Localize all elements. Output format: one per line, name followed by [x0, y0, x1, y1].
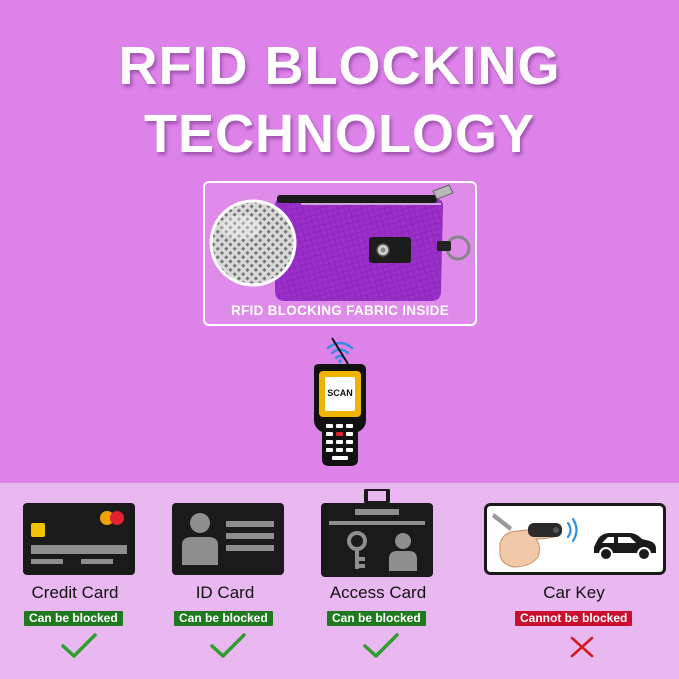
- headline-line-2: TECHNOLOGY: [143, 104, 535, 164]
- scan-screen-text: SCAN: [327, 388, 353, 398]
- rfid-scanner: SCAN: [308, 336, 372, 468]
- check-icon: [60, 632, 98, 665]
- status-badge-credit-card: Can be blocked: [24, 611, 123, 626]
- fabric-label: RFID BLOCKING FABRIC INSIDE: [230, 303, 450, 318]
- card-label-id-card: ID Card: [195, 583, 255, 602]
- status-badge-id-card: Can be blocked: [174, 611, 273, 626]
- cross-icon: [569, 635, 595, 664]
- check-icon: [362, 632, 400, 665]
- status-badge-access-card: Can be blocked: [327, 611, 426, 626]
- product-image: RFID BLOCKING FABRIC INSIDE: [203, 181, 477, 326]
- id-card-icon: [172, 503, 284, 580]
- status-badge-car-key: Cannot be blocked: [515, 611, 633, 626]
- card-label-car-key: Car Key: [543, 583, 605, 602]
- card-label-access-card: Access Card: [329, 583, 427, 602]
- access-card-icon: [321, 487, 433, 582]
- pouch-illustration: [209, 184, 471, 301]
- headline-line-1: RFID BLOCKING: [118, 36, 561, 96]
- card-label-credit-card: Credit Card: [31, 583, 119, 602]
- credit-card-icon: [23, 503, 135, 580]
- check-icon: [209, 632, 247, 665]
- car-key-icon: [484, 503, 666, 580]
